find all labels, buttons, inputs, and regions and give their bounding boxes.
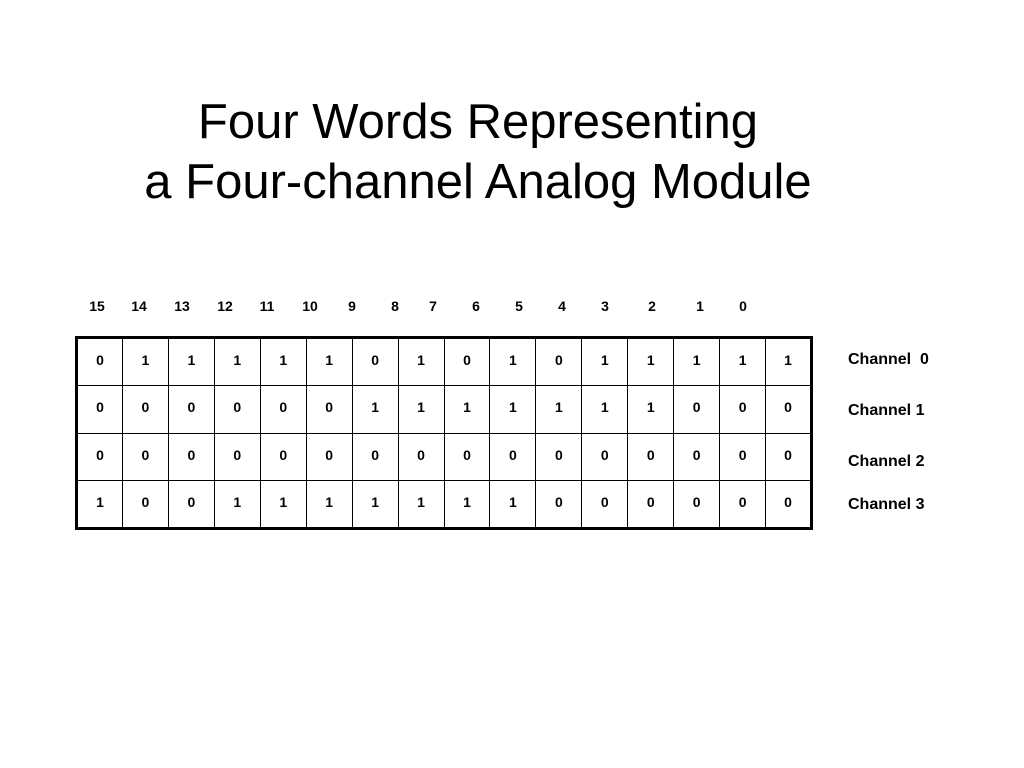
bit-cell: 1 bbox=[397, 480, 445, 529]
bit-cell: 0 bbox=[305, 384, 353, 434]
bit-cell: 1 bbox=[581, 337, 629, 386]
bit-cell: 0 bbox=[213, 432, 261, 482]
bit-position-label: 8 bbox=[391, 298, 399, 314]
bit-cell: 0 bbox=[535, 337, 583, 386]
bit-cell: 0 bbox=[673, 432, 721, 482]
bit-cell: 1 bbox=[167, 337, 215, 386]
bit-position-label: 2 bbox=[648, 298, 656, 314]
bit-cell: 1 bbox=[351, 384, 399, 434]
bit-cell: 0 bbox=[76, 384, 123, 434]
bit-cell: 0 bbox=[351, 432, 399, 482]
bit-cell: 1 bbox=[443, 480, 491, 529]
bit-cell: 1 bbox=[121, 337, 169, 386]
bit-cell: 0 bbox=[673, 384, 721, 434]
bit-cell: 0 bbox=[121, 480, 169, 529]
bit-cell: 1 bbox=[213, 337, 261, 386]
bit-cell: 0 bbox=[76, 337, 123, 386]
bit-cell: 0 bbox=[167, 432, 215, 482]
bit-cell: 0 bbox=[719, 480, 767, 529]
bit-cell: 0 bbox=[719, 384, 767, 434]
bit-cell: 1 bbox=[76, 480, 123, 529]
bit-position-label: 11 bbox=[259, 298, 275, 314]
bit-cell: 1 bbox=[351, 480, 399, 529]
bit-position-label: 4 bbox=[558, 298, 566, 314]
bit-cell: 1 bbox=[259, 480, 307, 529]
bit-cell: 0 bbox=[535, 480, 583, 529]
bit-cell: 1 bbox=[719, 337, 767, 386]
channel-label: Channel 1 bbox=[848, 402, 925, 419]
bit-cell: 1 bbox=[213, 480, 261, 529]
bit-cell: 0 bbox=[719, 432, 767, 482]
bit-cell: 0 bbox=[443, 432, 491, 482]
bit-cell: 0 bbox=[627, 432, 675, 482]
bit-position-label: 7 bbox=[429, 298, 437, 314]
bit-cell: 1 bbox=[535, 384, 583, 434]
bit-cell: 0 bbox=[121, 384, 169, 434]
bit-position-label: 3 bbox=[601, 298, 609, 314]
bit-cell: 0 bbox=[581, 480, 629, 529]
bit-cell: 1 bbox=[765, 337, 812, 386]
bit-cell: 0 bbox=[627, 480, 675, 529]
bit-cell: 0 bbox=[765, 480, 812, 529]
bit-cell: 1 bbox=[305, 337, 353, 386]
bit-position-label: 14 bbox=[131, 298, 147, 314]
bit-cell: 1 bbox=[489, 480, 537, 529]
bit-position-label: 0 bbox=[739, 298, 747, 314]
bit-cell: 0 bbox=[489, 432, 537, 482]
slide-title: Four Words Representing a Four-channel A… bbox=[0, 92, 956, 212]
bit-position-label: 5 bbox=[515, 298, 523, 314]
bit-cell: 0 bbox=[673, 480, 721, 529]
bit-position-label: 13 bbox=[174, 298, 190, 314]
bit-cell: 0 bbox=[535, 432, 583, 482]
bit-cell: 1 bbox=[627, 337, 675, 386]
bit-position-label: 15 bbox=[89, 298, 105, 314]
bit-cell: 0 bbox=[167, 480, 215, 529]
bit-cell: 0 bbox=[765, 384, 812, 434]
channel-label: Channel 0 bbox=[848, 351, 929, 368]
bit-cell: 0 bbox=[167, 384, 215, 434]
bit-position-label: 1 bbox=[696, 298, 704, 314]
bit-position-label: 6 bbox=[472, 298, 480, 314]
bit-cell: 0 bbox=[305, 432, 353, 482]
bit-cell: 0 bbox=[259, 432, 307, 482]
title-line-1: Four Words Representing bbox=[197, 95, 759, 149]
channel-label: Channel 3 bbox=[848, 496, 925, 513]
bit-cell: 1 bbox=[489, 384, 537, 434]
bit-cell: 1 bbox=[397, 337, 445, 386]
bit-cell: 0 bbox=[351, 337, 399, 386]
bit-position-label: 12 bbox=[217, 298, 233, 314]
bit-cell: 0 bbox=[765, 432, 812, 482]
bit-cell: 0 bbox=[259, 384, 307, 434]
bit-cell: 0 bbox=[121, 432, 169, 482]
bit-cell: 0 bbox=[581, 432, 629, 482]
bit-cell: 0 bbox=[76, 432, 123, 482]
bit-cell: 1 bbox=[581, 384, 629, 434]
bit-cell: 0 bbox=[443, 337, 491, 386]
bit-cell: 0 bbox=[397, 432, 445, 482]
bit-position-label: 9 bbox=[348, 298, 356, 314]
title-line-2: a Four-channel Analog Module bbox=[144, 155, 812, 209]
bit-cell: 1 bbox=[627, 384, 675, 434]
bit-cell: 1 bbox=[259, 337, 307, 386]
bit-cell: 1 bbox=[673, 337, 721, 386]
bit-cell: 1 bbox=[443, 384, 491, 434]
bit-position-label: 10 bbox=[302, 298, 318, 314]
bit-cell: 0 bbox=[213, 384, 261, 434]
bit-cell: 1 bbox=[397, 384, 445, 434]
bit-cell: 1 bbox=[489, 337, 537, 386]
bit-cell: 1 bbox=[305, 480, 353, 529]
channel-label: Channel 2 bbox=[848, 453, 925, 470]
